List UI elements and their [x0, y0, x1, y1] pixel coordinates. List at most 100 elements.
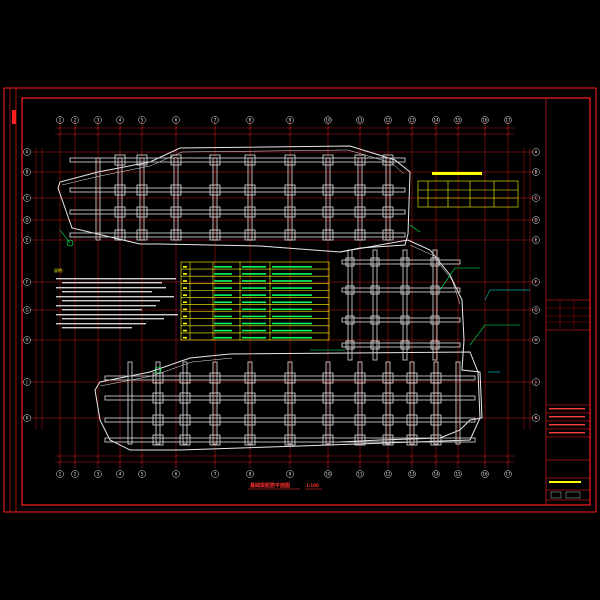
- table-cell-text: [183, 322, 187, 325]
- dimension-tick: [358, 460, 362, 464]
- dimension-tick: [118, 126, 122, 130]
- axis-bubble-label: 8: [249, 118, 252, 123]
- column-footing: [179, 414, 191, 426]
- axis-bubble-label: 13: [409, 118, 415, 123]
- axis-bubble-label: 11: [357, 472, 363, 477]
- notes-block: [56, 278, 178, 329]
- axis-bubbles: 1122334455667788991010111112121313141415…: [23, 116, 540, 478]
- beam-vertical: [372, 249, 378, 361]
- axis-bubble: [138, 470, 146, 478]
- column-footing: [406, 414, 418, 426]
- axis-bubble-label: C: [26, 196, 29, 201]
- column-footing: [382, 372, 394, 384]
- column-footing: [406, 372, 418, 384]
- table-cell-text: [272, 322, 312, 325]
- column-footing: [400, 285, 410, 295]
- axis-bubble-label: 17: [505, 472, 511, 477]
- dimension-tick: [483, 126, 487, 130]
- dimension-tick: [326, 132, 330, 136]
- column-footing: [209, 184, 221, 196]
- dimension-tick: [434, 126, 438, 130]
- column-footing: [152, 434, 164, 446]
- table-cell-text: [183, 329, 187, 332]
- axis-bubble: [246, 116, 254, 124]
- column-footing: [382, 206, 394, 218]
- column-footing: [382, 154, 394, 166]
- titleblock-box: [565, 491, 581, 499]
- note-line: [62, 291, 152, 293]
- axis-bubble: [23, 168, 31, 176]
- dimension-tick: [248, 126, 252, 130]
- column-footing: [382, 229, 394, 241]
- table-cell-text: [183, 301, 187, 304]
- dimension-tick: [174, 126, 178, 130]
- axis-bubble: [116, 470, 124, 478]
- titleblock-text: [549, 432, 585, 434]
- axis-bubble-label: B: [535, 170, 538, 175]
- table-cell-text: [183, 336, 187, 339]
- title-block: [545, 98, 590, 505]
- note-line: [62, 282, 162, 284]
- dimension-lines: [35, 126, 531, 464]
- table-cell-text: [272, 315, 312, 318]
- column-footing: [322, 229, 334, 241]
- column-footing: [152, 392, 164, 404]
- column-footing: [354, 414, 366, 426]
- table-cell-text: [214, 273, 232, 275]
- axis-bubble-label: J: [25, 380, 27, 385]
- column-footing: [136, 206, 148, 218]
- table-cell-text: [272, 329, 312, 332]
- axis-bubble: [532, 148, 540, 156]
- axis-bubble-label: K: [535, 416, 538, 421]
- axis-bubble: [324, 116, 332, 124]
- dimension-tick: [96, 454, 100, 458]
- dimension-tick: [140, 126, 144, 130]
- note-line: [56, 323, 146, 325]
- column-footing: [179, 392, 191, 404]
- column-footing: [322, 434, 334, 446]
- column-footing: [284, 184, 296, 196]
- column-footing: [382, 414, 394, 426]
- column-footing: [400, 315, 410, 325]
- column-footing: [170, 154, 182, 166]
- dimension-tick: [483, 132, 487, 136]
- axis-bubble: [23, 148, 31, 156]
- axis-bubble-label: A: [26, 150, 29, 155]
- lower-building-outline: [94, 351, 481, 451]
- table-cell-text: [242, 280, 266, 282]
- axis-bubble-label: 1: [59, 472, 62, 477]
- axis-bubble: [56, 470, 64, 478]
- beam-horizontal: [104, 375, 476, 381]
- beam-vertical: [432, 249, 438, 361]
- column-footing: [406, 434, 418, 446]
- column-footing: [284, 414, 296, 426]
- dimension-tick: [140, 454, 144, 458]
- axis-bubble: [532, 306, 540, 314]
- axis-bubble: [356, 116, 364, 124]
- dimension-tick: [58, 454, 62, 458]
- column-footing: [406, 392, 418, 404]
- table-cell-text: [272, 287, 312, 289]
- axis-bubble: [23, 378, 31, 386]
- column-footing: [430, 372, 442, 384]
- dimension-tick: [213, 132, 217, 136]
- plan-title: 基础梁配筋平面图: [250, 483, 291, 489]
- axis-bubble-label: 12: [385, 472, 391, 477]
- column-footing: [430, 285, 440, 295]
- table-cell-text: [272, 266, 312, 268]
- column-footing: [114, 206, 126, 218]
- axis-bubble: [172, 470, 180, 478]
- axis-bubble-label: 15: [455, 472, 461, 477]
- column-footing: [179, 434, 191, 446]
- axis-bubble: [23, 278, 31, 286]
- column-footing: [322, 414, 334, 426]
- axis-bubble-label: 7: [214, 118, 217, 123]
- titleblock-text: [549, 481, 581, 483]
- dimension-tick: [456, 126, 460, 130]
- cyan-markers: [484, 289, 530, 373]
- table-cell-text: [183, 315, 187, 318]
- axis-bubble-label: F: [535, 280, 538, 285]
- axis-bubble: [532, 194, 540, 202]
- axis-bubble: [532, 414, 540, 422]
- axis-bubble-label: D: [25, 218, 28, 223]
